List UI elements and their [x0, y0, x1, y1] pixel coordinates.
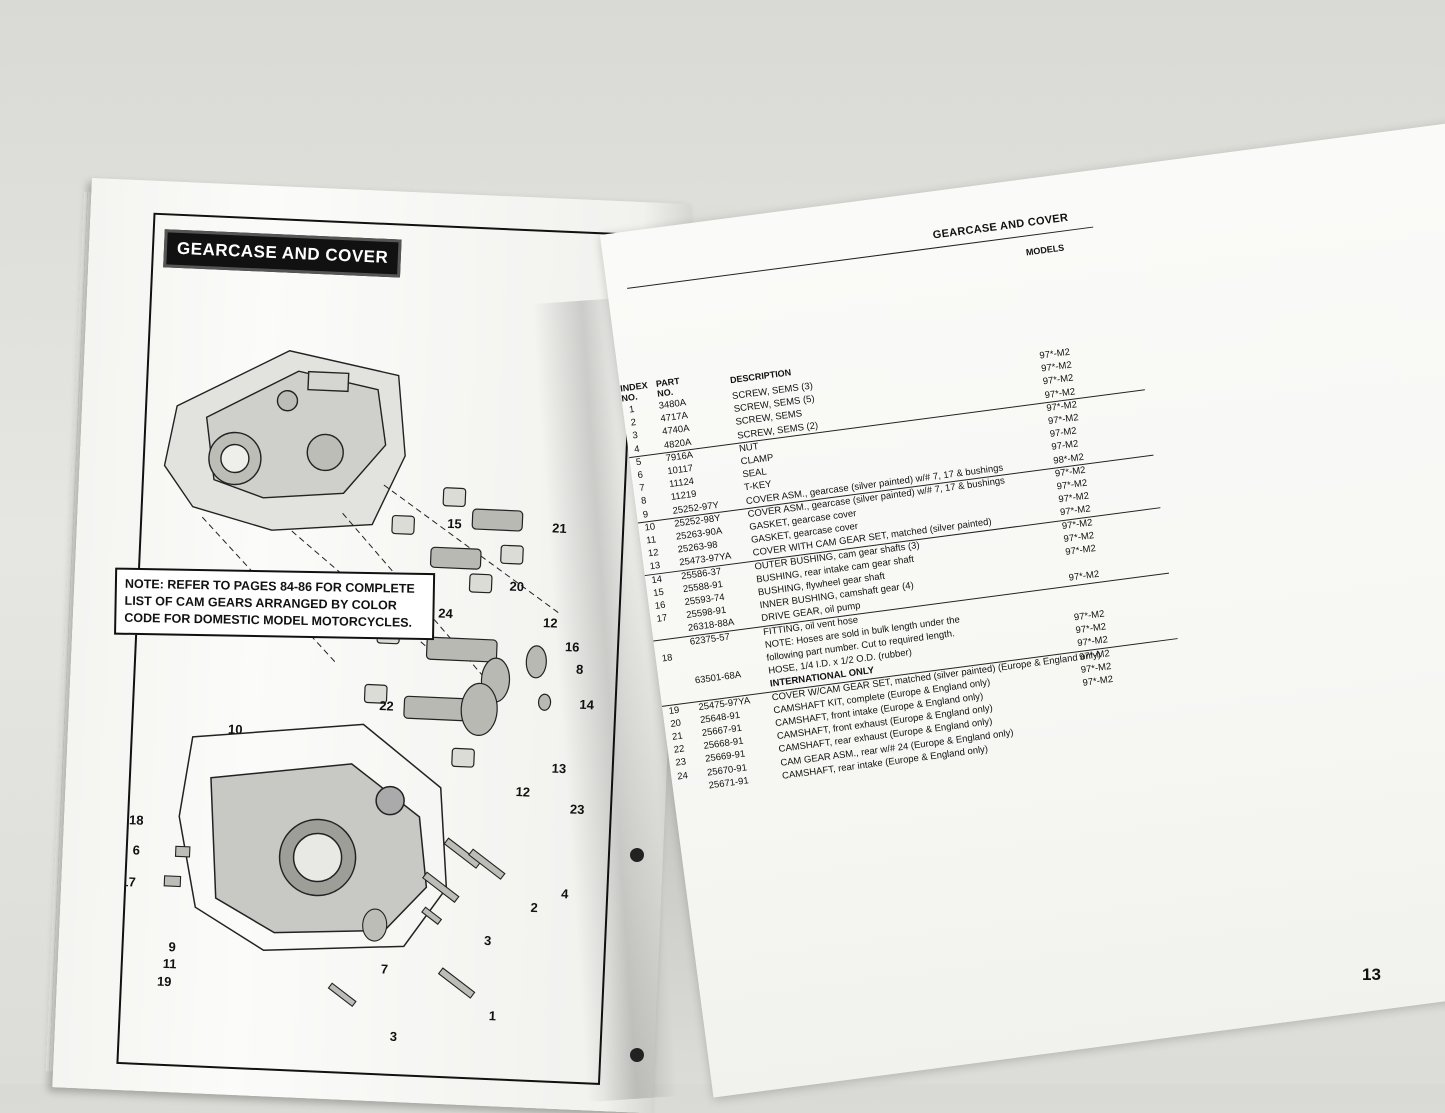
crankcase: [163, 350, 406, 531]
index-cell: 19: [668, 704, 680, 717]
index-cell: 24: [676, 769, 689, 783]
callout-18: 18: [129, 812, 144, 828]
callout-22: 22: [379, 698, 394, 714]
callout-4: 4: [561, 886, 570, 901]
right-page: GEARCASE AND COVER INDEX NO. PART NO. DE…: [600, 122, 1445, 1098]
index-cell: 17: [655, 612, 668, 626]
part-number-cell: 11124: [668, 476, 695, 491]
callout-19: 19: [157, 974, 172, 990]
callout-16: 16: [565, 639, 580, 655]
callout-9: 9: [168, 939, 176, 954]
index-cell: 5: [635, 456, 642, 468]
binding-hole: [630, 848, 644, 862]
col-models: MODELS: [1025, 242, 1065, 258]
callout-12a: 12: [543, 615, 558, 631]
col-index: INDEX NO.: [619, 380, 649, 404]
models-cell: 97-M2: [1050, 438, 1080, 454]
part-number-cell: 4740A: [661, 423, 691, 438]
index-cell: 18: [661, 652, 674, 665]
callout-8: 8: [576, 662, 584, 677]
part-number-cell: 10117: [666, 462, 694, 478]
callout-24: 24: [438, 606, 454, 622]
right-page-header: GEARCASE AND COVER: [932, 211, 1069, 242]
callout-10: 10: [228, 721, 243, 737]
callout-14: 14: [579, 697, 595, 713]
left-page: GEARCASE AND COVER: [52, 178, 692, 1113]
exploded-diagram: 21 15 20 12 24 15 16 8 14 22 13 12 23 10…: [121, 350, 595, 1044]
description-cell: SEAL: [741, 466, 768, 481]
callout-1: 1: [489, 1008, 497, 1023]
callout-21: 21: [552, 520, 567, 536]
index-cell: 15: [652, 586, 665, 599]
index-cell: 4: [633, 443, 641, 455]
description-cell: T-KEY: [743, 479, 773, 494]
callout-6: 6: [132, 842, 140, 857]
index-cell: 21: [671, 730, 684, 743]
gearcase-cover: [178, 723, 448, 951]
index-cell: 3: [631, 430, 639, 442]
callout-20: 20: [509, 579, 524, 595]
index-cell: 6: [637, 469, 644, 482]
index-cell: 11: [645, 534, 657, 547]
part-number-cell: 4717A: [659, 410, 689, 425]
header-rule: [627, 226, 1094, 289]
index-cell: 10: [643, 521, 656, 534]
parts-table: GEARCASE AND COVER INDEX NO. PART NO. DE…: [600, 123, 1445, 1098]
models-cell: 97-M2: [1049, 425, 1078, 441]
callout-11: 11: [162, 956, 176, 972]
note-box: NOTE: REFER TO PAGES 84-86 FOR COMPLETE …: [114, 567, 436, 641]
callout-17: 17: [121, 874, 136, 890]
part-number-cell: 11219: [670, 489, 698, 504]
callout-7: 7: [380, 961, 388, 976]
diagram-frame: GEARCASE AND COVER: [114, 212, 638, 1086]
index-cell: 7: [638, 482, 646, 495]
page-number: 13: [1362, 965, 1381, 984]
callout-12b: 12: [515, 784, 530, 800]
binding-hole: [630, 1048, 644, 1062]
col-description: DESCRIPTION: [729, 367, 792, 386]
index-cell: 16: [654, 599, 667, 612]
screws: [163, 837, 506, 1008]
part-number-cell: 3480A: [658, 397, 687, 412]
callout-2: 2: [530, 900, 538, 915]
callout-15a: 15: [447, 516, 462, 532]
col-part: PART NO.: [655, 375, 681, 399]
index-cell: 9: [642, 508, 649, 521]
index-cell: 23: [674, 756, 687, 769]
index-cell: 1: [628, 404, 636, 416]
index-cell: 2: [630, 417, 637, 429]
index-cell: 12: [647, 547, 660, 560]
callout-3a: 3: [484, 933, 492, 948]
callout-13: 13: [551, 761, 566, 777]
callout-23: 23: [570, 801, 585, 817]
cam-gears: [403, 508, 552, 736]
index-cell: 20: [669, 717, 682, 730]
index-cell: 22: [673, 743, 686, 756]
index-cell: 13: [649, 560, 661, 573]
index-cell: 8: [640, 495, 648, 508]
index-cell: 14: [650, 573, 663, 586]
callout-3b: 3: [390, 1029, 398, 1044]
